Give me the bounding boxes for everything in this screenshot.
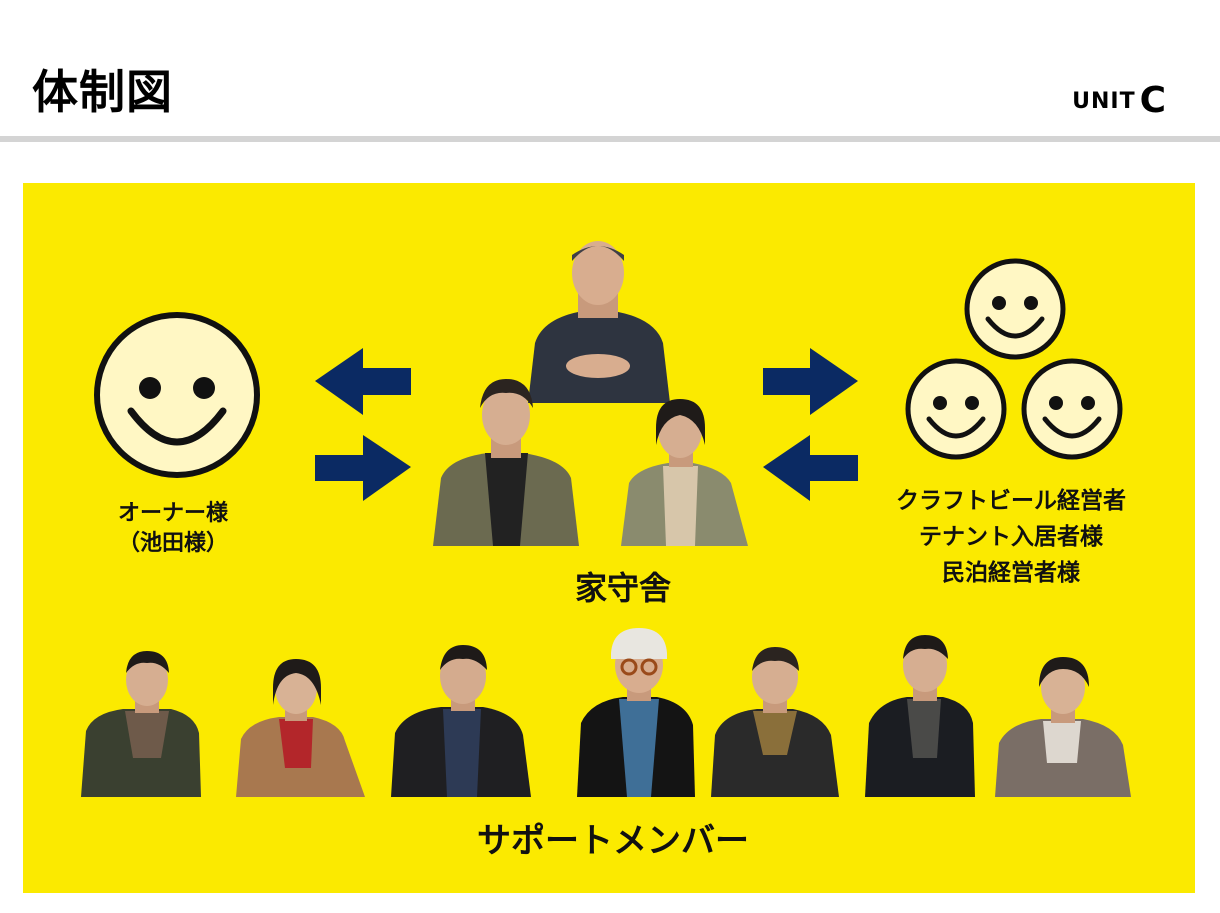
- center-label: 家守舎: [493, 563, 753, 609]
- structure-diagram-panel: オーナー様 （池田様） 家守舎 クラフトビール経営者 テナント入居者様 民泊経営…: [23, 183, 1195, 893]
- tenant-smiley-icon: [967, 261, 1063, 357]
- tenant-label-line3: 民泊経営者様: [871, 555, 1151, 591]
- tenant-label-line2: テナント入居者様: [871, 519, 1151, 555]
- logo-text: UNIT: [1072, 89, 1135, 114]
- support-member-photo: [711, 647, 839, 797]
- tenant-smiley-icon: [1024, 361, 1120, 457]
- support-member-photo: [577, 628, 695, 797]
- owner-label-line2: （池田様）: [93, 529, 253, 559]
- tenant-label-line1: クラフトビール経営者: [871, 483, 1151, 519]
- arrow-left-icon: [763, 435, 858, 501]
- support-member-photo: [81, 651, 201, 797]
- person-photo: [433, 379, 579, 546]
- owner-smiley-icon: [97, 315, 257, 475]
- arrow-right-icon: [315, 435, 411, 501]
- support-members-label: サポートメンバー: [403, 813, 823, 862]
- support-member-photo: [236, 659, 365, 797]
- person-photo: [621, 399, 748, 546]
- person-photo: [528, 241, 670, 403]
- support-member-photo: [391, 645, 531, 797]
- tenant-smiley-icon: [908, 361, 1004, 457]
- owner-label-line1: オーナー様: [93, 499, 253, 529]
- page-title: 体制図: [32, 56, 173, 122]
- support-member-photo: [995, 657, 1131, 797]
- arrow-right-icon: [763, 348, 858, 415]
- owner-label: オーナー様 （池田様）: [93, 499, 253, 559]
- logo-mark: C: [1140, 80, 1166, 121]
- tenant-group-label: クラフトビール経営者 テナント入居者様 民泊経営者様: [871, 483, 1151, 591]
- arrow-left-icon: [315, 348, 411, 415]
- support-member-photo: [865, 635, 975, 797]
- header-divider: [0, 136, 1220, 142]
